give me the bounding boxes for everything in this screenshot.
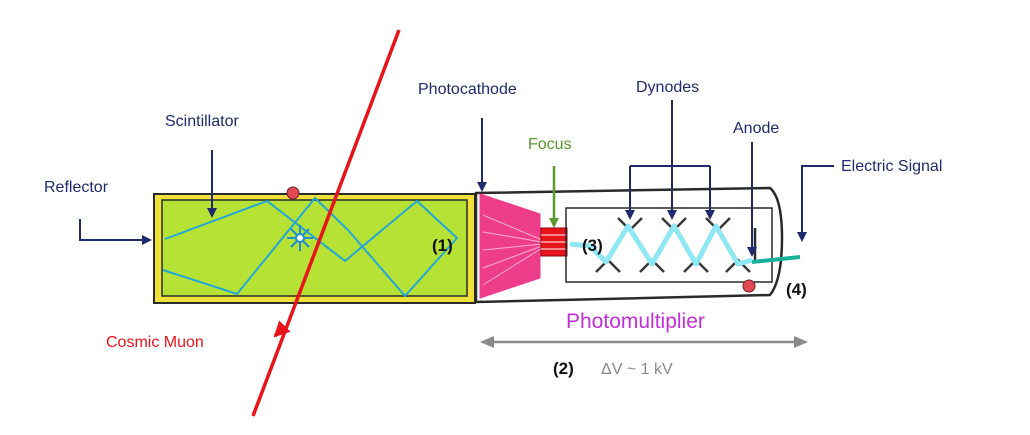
signal-wire	[751, 255, 801, 264]
dynodes-label: Dynodes	[636, 79, 699, 96]
scintillator-body	[161, 199, 468, 297]
cosmic-muon-track	[251, 29, 401, 417]
mounting-dot	[286, 186, 300, 200]
dynode-chamber	[565, 207, 773, 283]
photocathode-rays	[482, 214, 543, 286]
electron-cascade	[569, 223, 753, 267]
voltage-label: ΔV ~ 1 kV	[601, 361, 673, 378]
scintillation-flash-icon	[287, 225, 313, 251]
photocathode-label: Photocathode	[418, 81, 517, 98]
marker-3: (3)	[582, 236, 603, 255]
photomultiplier-label: Photomultiplier	[566, 310, 705, 333]
electric-signal-label: Electric Signal	[841, 158, 942, 175]
scintillator-block	[153, 186, 476, 304]
electric-signal-arrow	[797, 165, 834, 242]
scintillator-label: Scintillator	[165, 113, 239, 130]
marker-1: (1)	[432, 236, 453, 255]
reflector-arrow	[79, 219, 152, 245]
dynodes-bracket	[625, 100, 715, 220]
pmt-mounting-dot	[742, 279, 756, 293]
cosmic-muon-label: Cosmic Muon	[106, 334, 204, 351]
anode-label: Anode	[733, 120, 779, 137]
reflector-label: Reflector	[44, 179, 109, 196]
focus-label: Focus	[528, 136, 572, 153]
focus-grid	[540, 227, 568, 257]
marker-2: (2)	[553, 359, 574, 378]
marker-4: (4)	[786, 280, 807, 299]
cosmic-muon-arrowhead	[273, 320, 291, 338]
